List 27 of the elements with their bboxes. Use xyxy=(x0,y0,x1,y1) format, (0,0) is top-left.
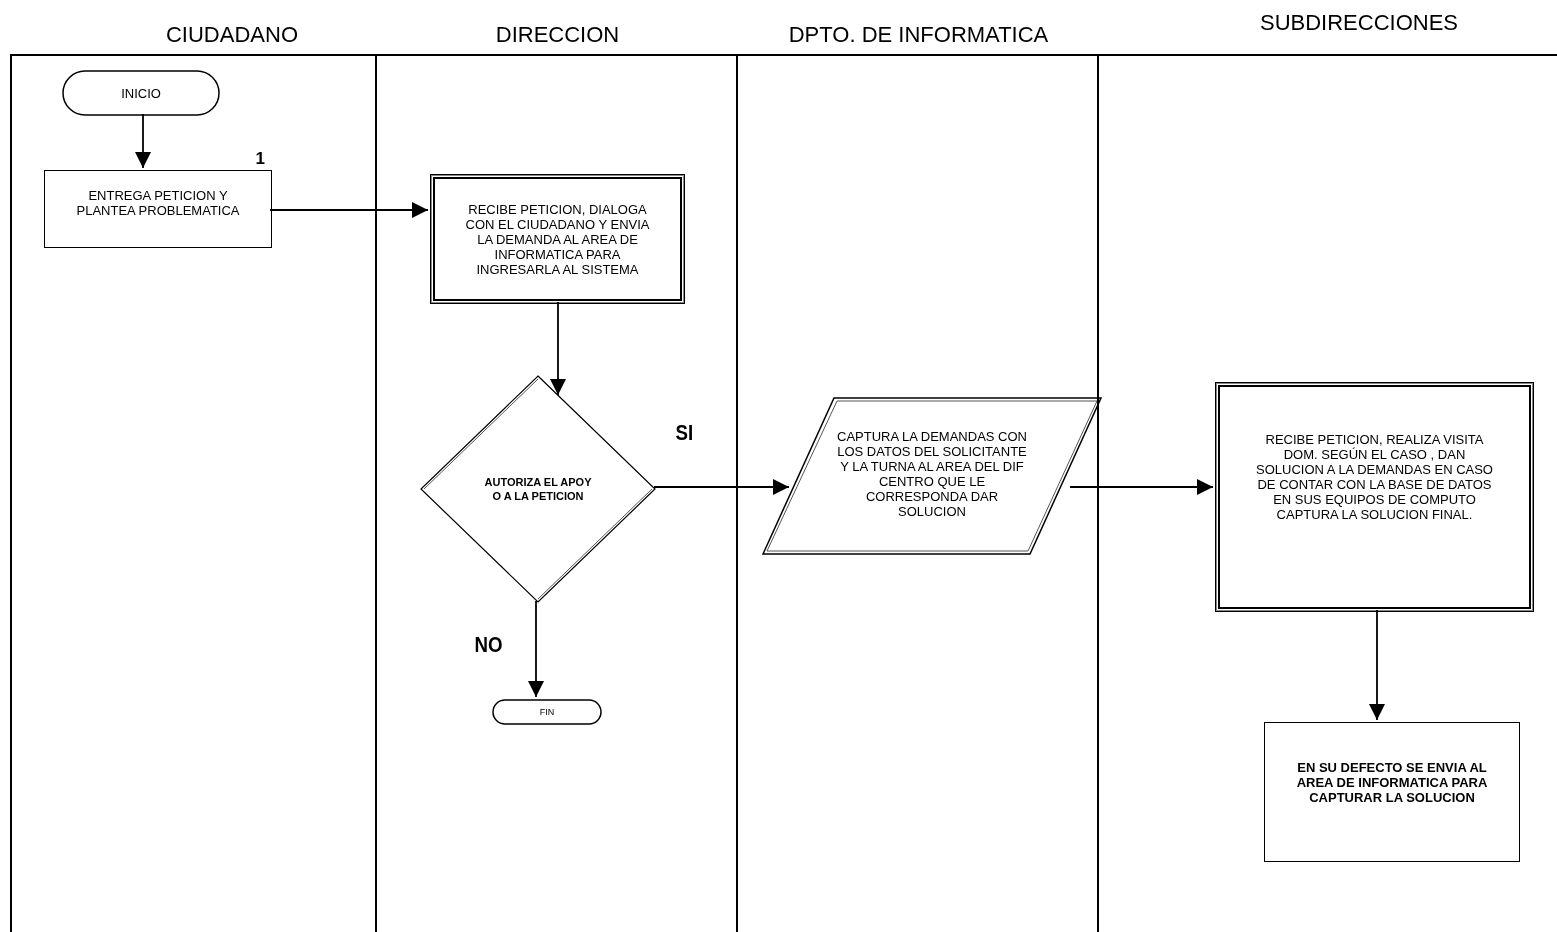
terminator-pill xyxy=(492,699,602,725)
step-text: EN SU DEFECTO SE ENVIA AL AREA DE INFORMATICA PARA CAPTURAR LA SOLUCION xyxy=(1295,759,1489,805)
decision-diamond xyxy=(420,375,656,603)
arrow xyxy=(550,301,566,396)
step-text: ENTREGA PETICION Y PLANTEA PROBLEMATICA xyxy=(75,188,241,218)
step-number: 1 xyxy=(255,149,265,169)
arrow xyxy=(1369,609,1385,721)
lane-heading: CIUDADANO xyxy=(165,22,299,48)
lane-heading: DPTO. DE INFORMATICA xyxy=(787,22,1050,48)
step-text: FIN xyxy=(539,705,555,719)
arrow xyxy=(653,479,790,495)
arrow xyxy=(1069,479,1214,495)
arrow xyxy=(269,202,429,218)
process-box xyxy=(1264,722,1520,862)
step-text: RECIBE PETICION, REALIZA VISITA DOM. SEGÚN EL CASO , DAN SOLUCION A LA DEMANDAS EN CASO DE CONTAR CON LA BASE DE DATOS EN SUS EQUIPOS DE COMPUTO CAPTURA LA SOLUCION FINAL. xyxy=(1255,432,1494,522)
arrow xyxy=(135,113,151,169)
step-text: AUTORIZA EL APOY O A LA PETICION xyxy=(483,475,593,503)
data-parallelogram xyxy=(762,397,1102,555)
process-box xyxy=(1215,382,1534,612)
arrow xyxy=(528,600,544,698)
lane-heading: DIRECCION xyxy=(494,22,621,48)
step-text: CAPTURA LA DEMANDAS CON LOS DATOS DEL SOLICITANTE Y LA TURNA AL AREA DEL DIF CENTRO QUE LE CORRESPONDA DAR SOLUCION xyxy=(836,429,1028,519)
process-box xyxy=(430,174,685,304)
terminator-pill xyxy=(62,70,220,116)
lane-heading: SUBDIRECCIONES xyxy=(1258,10,1459,36)
step-text: INICIO xyxy=(121,85,161,101)
step-text: RECIBE PETICION, DIALOGA CON EL CIUDADANO Y ENVIA LA DEMANDA AL AREA DE INFORMATICA PARA INGRESARLA AL SISTEMA xyxy=(464,201,651,277)
